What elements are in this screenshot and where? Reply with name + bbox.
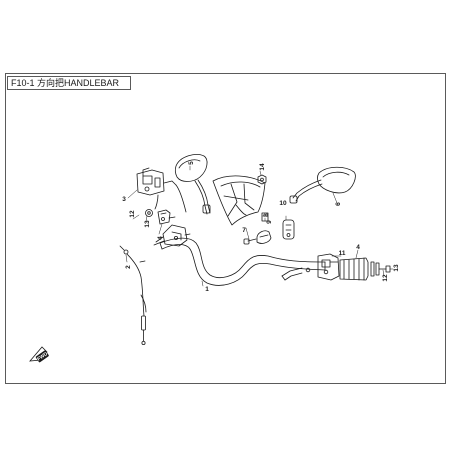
left-switch[interactable] [136, 167, 177, 196]
callout-9: 9 [266, 220, 273, 224]
throttle-housing[interactable] [282, 219, 295, 240]
callout-6: 6 [335, 202, 342, 206]
callout-12-right: 12 [382, 274, 389, 282]
hand-guard[interactable] [212, 175, 266, 226]
washer[interactable] [145, 209, 153, 217]
callout-12-left: 12 [129, 210, 136, 218]
diagram-title: F10-1 方向把HANDLEBAR [7, 76, 131, 90]
callout-11: 11 [339, 250, 346, 257]
drawing-frame [5, 73, 446, 384]
clamp-bolt[interactable] [243, 238, 257, 245]
right-mirror[interactable] [289, 166, 356, 204]
callout-4-left: 4 [157, 236, 164, 240]
callout-8: 8 [263, 213, 270, 217]
forward-label: FWD [36, 351, 49, 363]
callout-4-right: 4 [356, 244, 360, 251]
callouts: 1 2 3 4 4 5 6 7 8 9 10 11 12 12 13 13 14 [122, 161, 400, 293]
callout-2: 2 [125, 265, 132, 269]
callout-5: 5 [188, 161, 195, 165]
left-lever-bracket[interactable] [157, 209, 176, 225]
bar-end-hardware[interactable] [370, 261, 391, 277]
callout-10: 10 [279, 200, 287, 207]
callout-1: 1 [205, 286, 209, 293]
cable[interactable] [119, 245, 147, 345]
left-mirror[interactable] [174, 154, 211, 215]
forward-arrow: FWD [29, 346, 49, 363]
right-switch[interactable] [317, 253, 340, 281]
right-lever[interactable] [281, 267, 311, 281]
callout-13-right: 13 [393, 264, 400, 272]
handlebar[interactable] [159, 237, 326, 286]
nut[interactable] [257, 174, 267, 185]
callout-3: 3 [122, 196, 126, 203]
right-grip[interactable] [339, 257, 369, 281]
callout-7: 7 [242, 227, 246, 234]
callout-14: 14 [259, 163, 266, 171]
leader-lines [125, 165, 394, 287]
left-switch-cable [154, 184, 187, 213]
callout-13-left: 13 [144, 220, 151, 228]
clamp[interactable] [256, 230, 272, 244]
left-lever-assembly[interactable] [153, 224, 191, 247]
